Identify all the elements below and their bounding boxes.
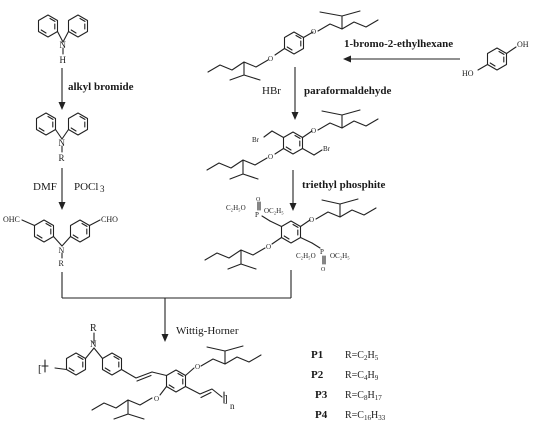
reagent-triethyl-phosphite: triethyl phosphite [302, 179, 386, 191]
carbazole-dialdehyde-structure: N R OHC CHO [3, 215, 118, 268]
group-c2h5o-2: C₂H₅O [296, 252, 316, 260]
atom-n-2: N [59, 138, 66, 148]
atom-o-p2: O [321, 267, 326, 273]
atom-h: H [60, 55, 67, 65]
polymer-formula-4: R=C16H33 [345, 410, 386, 422]
group-c2h5o-1: C₂H₅O [226, 204, 246, 212]
atom-r: R [59, 153, 65, 163]
polymer-label-2: P2 [311, 369, 324, 381]
merge-lines [61, 270, 292, 342]
group-ho: HO [462, 69, 474, 78]
arrow-alkylation [58, 68, 66, 110]
reagent-pocl: POCl [74, 181, 98, 193]
bis-bromomethyl-structure: O O Br Br [206, 109, 379, 180]
atom-o-1: O [311, 28, 316, 36]
hydroquinone-structure: OH HO [462, 40, 529, 78]
polymer-label-1: P1 [311, 349, 323, 361]
reagent-paraformaldehyde: paraformaldehyde [304, 85, 392, 97]
polymer-label-4: P4 [315, 409, 328, 421]
atom-br-2: Br [323, 145, 331, 153]
arrow-formylation [58, 168, 66, 210]
reagent-pocl-sub: 3 [100, 184, 105, 194]
arrow-arbuzov [289, 170, 297, 211]
polymer-atom-o-1: O [195, 363, 200, 371]
group-cho: CHO [101, 215, 118, 224]
atom-p-1: P [255, 211, 259, 219]
polymer-atom-n: N [90, 339, 97, 349]
atom-r-2: R [59, 259, 65, 268]
polymer-atom-o-2: O [154, 395, 159, 403]
reagent-hbr: HBr [262, 85, 281, 97]
atom-br-1: Br [252, 136, 260, 144]
group-oc2h5-1: OC₂H₅ [264, 207, 284, 215]
n-alkyl-carbazole-structure: N R [35, 112, 89, 163]
polymer-atom-r: R [90, 323, 97, 334]
polymer-formula-2: R=C4H9 [345, 370, 379, 382]
reagent-bromo-ethylhexane: 1-bromo-2-ethylhexane [344, 38, 453, 50]
polymer-subscript-n: n [230, 401, 235, 411]
polymer-formula-1: R=C2H5 [345, 350, 379, 362]
reagent-wittig-horner: Wittig-Horner [176, 325, 239, 337]
group-ohc: OHC [3, 215, 20, 224]
carbazole-structure: N H [37, 14, 89, 65]
atom-p-2: P [320, 248, 324, 256]
bracket-right: ] [224, 393, 228, 405]
atom-o-6: O [266, 243, 271, 251]
atom-o-4: O [268, 153, 273, 161]
bracket-left: [ [38, 363, 42, 375]
group-oh: OH [517, 40, 529, 49]
polymer-structure: [ N R O O ] n [38, 323, 262, 420]
polymer-label-3: P3 [315, 389, 328, 401]
dialkoxybenzene-structure: O O [207, 10, 379, 81]
group-oc2h5-2: OC₂H₅ [330, 252, 350, 260]
arrow-etherification [343, 55, 460, 63]
atom-n: N [60, 40, 67, 50]
polymer-formula-3: R=C8H17 [345, 390, 382, 402]
atom-n-3: N [59, 246, 65, 255]
atom-o-3: O [311, 127, 316, 135]
bisphosphonate-structure: P O C₂H₅O OC₂H₅ P O C₂H₅O OC₂H₅ O O [204, 197, 377, 273]
atom-o-2: O [268, 55, 273, 63]
reagent-dmf: DMF [33, 181, 57, 193]
atom-o-5: O [309, 216, 314, 224]
atom-o-p1: O [256, 197, 261, 203]
reagent-alkyl-bromide: alkyl bromide [68, 81, 134, 93]
arrow-bromomethylation [291, 67, 299, 120]
